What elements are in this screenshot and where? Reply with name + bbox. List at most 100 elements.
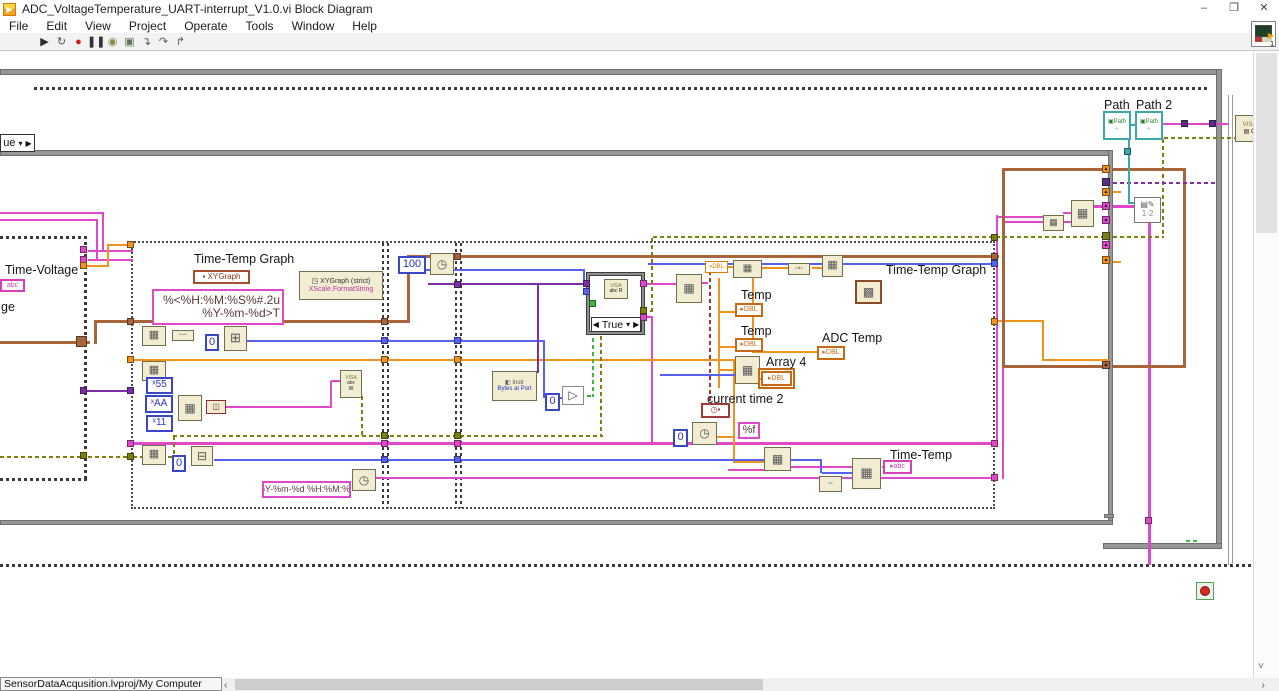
tunnel[interactable]: ▲ xyxy=(1102,361,1110,369)
case-dropdown-icon[interactable]: ▾ xyxy=(626,320,630,329)
horizontal-scrollbar-thumb[interactable] xyxy=(235,679,763,690)
tunnel[interactable] xyxy=(80,452,87,459)
tunnel[interactable] xyxy=(583,280,590,287)
format-datetime-node[interactable]: ◷ xyxy=(352,469,376,491)
menu-window[interactable]: Window xyxy=(283,19,344,33)
minimize-button[interactable]: – xyxy=(1189,0,1219,18)
wire[interactable] xyxy=(1186,540,1197,542)
tunnel[interactable] xyxy=(80,246,87,253)
hex-constant-aa[interactable]: ˣAA xyxy=(145,395,173,413)
write-text-file-node[interactable]: ▤✎1·2 xyxy=(1134,197,1161,223)
timestamp-format-constant[interactable]: %Y-%m-%d %H:%M:%S xyxy=(262,481,351,498)
tunnel[interactable] xyxy=(1102,232,1110,240)
tunnel[interactable]: ▲ xyxy=(1102,202,1110,210)
structure-gray[interactable] xyxy=(1104,514,1114,518)
numeric-constant-100[interactable]: 100 xyxy=(398,256,426,274)
wire[interactable] xyxy=(733,461,767,463)
wire[interactable] xyxy=(1044,359,1109,361)
vi-icon[interactable]: ▶ 1 xyxy=(1251,21,1276,47)
tunnel[interactable]: ▲ xyxy=(1102,241,1110,249)
xscale-format-constant[interactable]: %<%H:%M:%S%#.2u%Y-%m-%d>T xyxy=(152,289,284,325)
highlight-execution-button[interactable]: ◉ xyxy=(104,35,121,48)
menu-project[interactable]: Project xyxy=(120,19,175,33)
wire[interactable] xyxy=(133,359,733,361)
menu-edit[interactable]: Edit xyxy=(37,19,76,33)
structure-thin[interactable] xyxy=(1232,95,1233,565)
byte-array-to-string-node[interactable]: ◫ xyxy=(206,400,226,414)
tunnel[interactable] xyxy=(454,456,461,463)
wire[interactable] xyxy=(86,390,132,392)
xy-graph-terminal[interactable]: ▩ xyxy=(855,280,882,304)
tunnel[interactable]: ▲ xyxy=(1102,165,1110,173)
time-voltage-indicator[interactable]: abc xyxy=(0,279,25,292)
to-double-node[interactable]: »DBL xyxy=(705,261,728,273)
tunnel[interactable] xyxy=(127,440,134,447)
tunnel[interactable] xyxy=(381,432,388,439)
retain-wire-values-button[interactable]: ▣ xyxy=(121,35,138,48)
temp-indicator-2[interactable]: ▸DBL xyxy=(735,338,763,352)
tunnel[interactable] xyxy=(454,432,461,439)
wire[interactable] xyxy=(822,472,854,474)
format-into-string-node[interactable]: ▦ xyxy=(764,447,791,471)
wire[interactable] xyxy=(998,216,1046,218)
structure-thin[interactable] xyxy=(1228,95,1229,565)
tunnel[interactable] xyxy=(991,234,998,241)
path-control[interactable]: ▣Path⌐ xyxy=(1103,111,1131,140)
vertical-scrollbar-thumb[interactable] xyxy=(1256,53,1277,233)
tunnel[interactable] xyxy=(127,453,134,460)
case-prev-icon[interactable]: ◀ xyxy=(593,320,599,329)
wire[interactable] xyxy=(718,278,720,388)
numeric-constant-0[interactable]: 0 xyxy=(205,334,219,351)
wire[interactable] xyxy=(660,374,737,376)
tunnel[interactable] xyxy=(454,356,461,363)
wire[interactable] xyxy=(762,267,790,269)
tunnel[interactable] xyxy=(1102,178,1110,186)
visa-read-node[interactable]: VISAabc R xyxy=(604,279,628,299)
pause-button[interactable]: ❚❚ xyxy=(87,35,104,48)
wire[interactable] xyxy=(246,340,544,342)
wire[interactable] xyxy=(375,477,995,479)
structure-dot[interactable] xyxy=(0,236,88,239)
menu-tools[interactable]: Tools xyxy=(237,19,283,33)
tunnel[interactable] xyxy=(454,440,461,447)
wire[interactable] xyxy=(653,236,1110,238)
wire[interactable] xyxy=(1002,365,1110,368)
visa-write-node[interactable]: VISAabcW xyxy=(340,370,362,398)
loop-condition-terminal[interactable] xyxy=(1196,582,1214,600)
tunnel[interactable] xyxy=(1181,120,1188,127)
wire[interactable] xyxy=(1148,205,1151,565)
wire[interactable] xyxy=(702,282,708,284)
run-continuously-button[interactable]: ↻ xyxy=(53,35,70,48)
percent-f-constant[interactable]: %f xyxy=(738,422,760,439)
wire[interactable] xyxy=(407,255,999,258)
wire[interactable] xyxy=(1164,137,1238,139)
tunnel[interactable] xyxy=(991,253,998,260)
time-temp-indicator[interactable]: ▸abc xyxy=(883,460,912,474)
tunnel[interactable] xyxy=(76,336,87,347)
structure-dot[interactable] xyxy=(84,236,87,481)
wire[interactable] xyxy=(1162,139,1164,238)
tunnel[interactable] xyxy=(991,440,998,447)
structure-dot[interactable] xyxy=(0,478,88,481)
numeric-constant-0-4[interactable]: 0 xyxy=(673,429,688,447)
structure-gray[interactable] xyxy=(0,520,1113,525)
structure-gray[interactable] xyxy=(1103,543,1222,549)
tunnel[interactable] xyxy=(454,253,461,260)
wire[interactable] xyxy=(592,338,594,397)
selector-dropdown-icon[interactable]: ▾ xyxy=(19,139,23,148)
wire[interactable] xyxy=(0,456,86,458)
tunnel[interactable] xyxy=(381,318,388,325)
tunnel[interactable] xyxy=(127,318,134,325)
scroll-left-icon[interactable]: ‹ xyxy=(224,680,227,691)
wire[interactable] xyxy=(86,265,109,267)
tunnel[interactable] xyxy=(1145,517,1152,524)
step-into-button[interactable]: ↴ xyxy=(138,35,155,48)
structure-gray[interactable] xyxy=(0,69,1222,75)
wire[interactable] xyxy=(715,436,734,438)
wire[interactable] xyxy=(709,271,711,404)
greater-than-node[interactable]: ▷ xyxy=(562,386,584,405)
wire[interactable] xyxy=(820,459,822,473)
wire[interactable] xyxy=(133,442,995,445)
structure-dot[interactable] xyxy=(387,243,389,508)
visa-close-node[interactable]: VISA▤ C xyxy=(1235,115,1253,142)
